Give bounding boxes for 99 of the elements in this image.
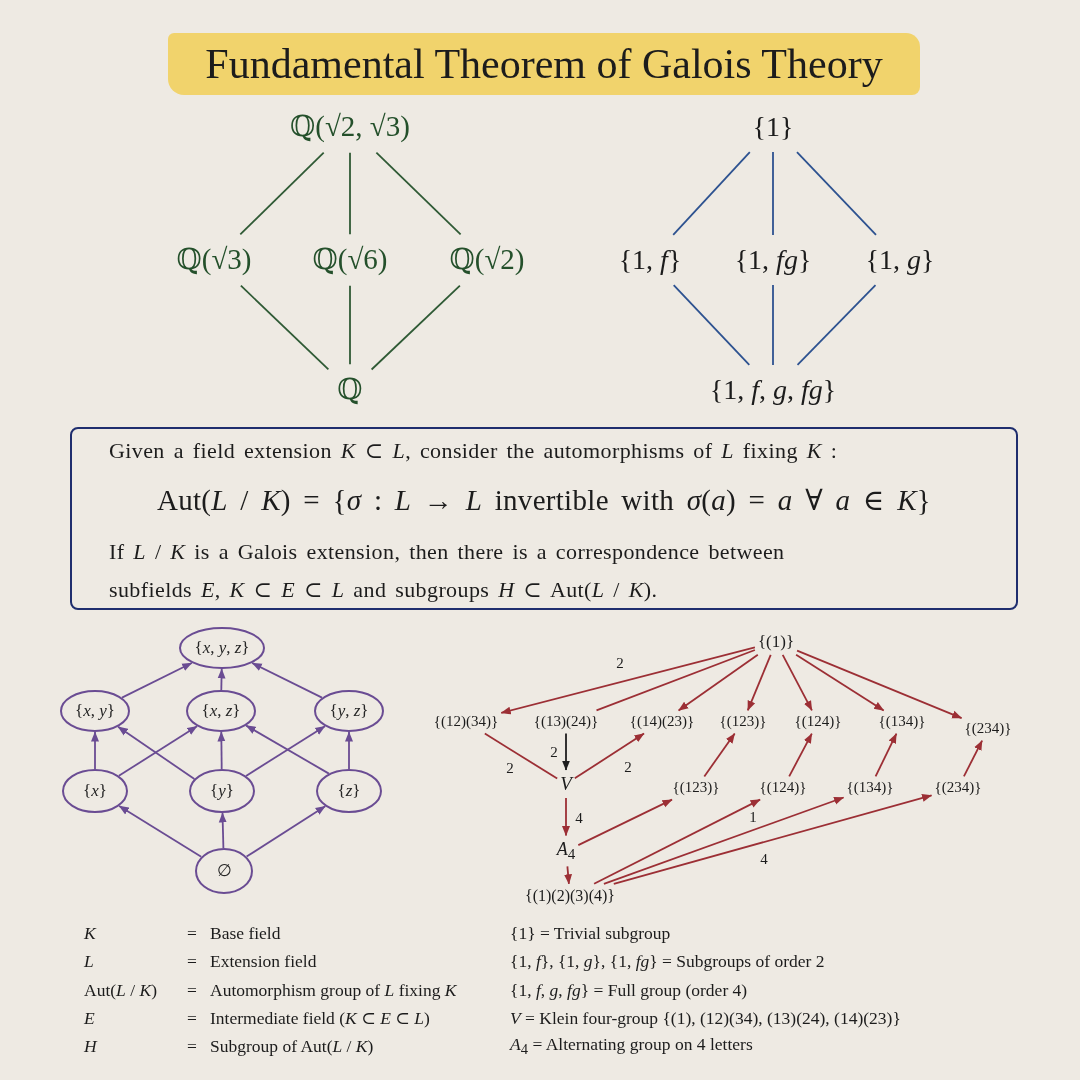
- subgroup-label: {1}: [752, 110, 794, 144]
- arrow: [603, 796, 845, 885]
- arrow: [217, 668, 226, 691]
- formula: Aut(L / K) = {σ : L → L invertible with σ(a) = a ∀ a ∈ K}: [155, 483, 933, 518]
- arrow: [245, 805, 327, 858]
- arrow: [121, 662, 193, 699]
- arrow: [218, 812, 227, 849]
- connector-line: [349, 284, 351, 366]
- connector-line: [375, 151, 462, 236]
- definition-text: {1, f, g, fg} = Full group (order 4): [510, 979, 748, 1001]
- subgroup-label: {1, fg}: [734, 243, 812, 277]
- ellipse-node: {x, y, z}: [179, 627, 265, 669]
- subgroup-label: {(124)}: [759, 779, 807, 797]
- subgroup-label: {(1)}: [757, 632, 795, 652]
- definition-text: {1} = Trivial subgroup: [510, 922, 671, 944]
- definition-panel: [70, 427, 1018, 610]
- symbol-label: L: [84, 950, 94, 972]
- group-label: A$_{4}$: [556, 838, 576, 864]
- connector-line: [370, 284, 461, 371]
- connector-line: [672, 284, 751, 366]
- arrow: [562, 797, 570, 837]
- subgroup-label: {1, f}: [618, 243, 682, 277]
- connector-line: [772, 151, 774, 236]
- connector-line: [240, 284, 330, 371]
- connector-line: [772, 284, 774, 366]
- arrow: [500, 646, 756, 715]
- arrow: [781, 653, 813, 712]
- subgroup-label: {1, g}: [865, 243, 935, 277]
- equals-sign: =: [187, 1007, 197, 1029]
- subgroup-label: {(13)(24)}: [533, 713, 599, 731]
- arrow: [118, 805, 203, 858]
- ellipse-node: {x, y}: [60, 690, 130, 732]
- connector-line: [349, 151, 351, 236]
- field-label: ℚ(√6): [312, 243, 388, 277]
- arrow: [788, 732, 813, 778]
- arrow: [217, 731, 226, 770]
- intro-sentence: Given a field extension K ⊂ L, consider the automorphisms of L fixing K :: [109, 437, 838, 465]
- definition-text: Automorphism group of L fixing K: [210, 979, 457, 1001]
- arrow: [795, 653, 885, 712]
- ellipse-node: {y, z}: [314, 690, 384, 732]
- subgroup-label: {(14)(23)}: [629, 713, 695, 731]
- subgroup-label: {(1)(2)(3)(4)}: [525, 886, 615, 906]
- ellipse-node: {x}: [62, 769, 128, 813]
- connector-line: [796, 284, 877, 366]
- definition-text: A$_{4}$ = Alternating group on 4 letters: [510, 1033, 753, 1059]
- arrow: [345, 731, 353, 770]
- subgroup-label: {1, f, g, fg}: [709, 373, 837, 407]
- theorem-sentence: If L / K is a Galois extension, then there is a correspondence between subfields E, K ⊂ E ⊂ L and subgroups H ⊂ Aut(L / K).: [109, 538, 786, 604]
- arrow: [746, 653, 772, 712]
- arrow: [564, 865, 573, 885]
- field-label: ℚ(√2, √3): [290, 110, 410, 144]
- definition-text: Intermediate field (K ⊂ E ⊂ L): [210, 1007, 430, 1029]
- symbol-label: Aut(L / K): [84, 979, 157, 1001]
- group-label: V: [560, 773, 572, 795]
- connector-line: [239, 151, 325, 236]
- field-label: ℚ(√2): [449, 243, 525, 277]
- arrow: [562, 732, 570, 771]
- arrow: [703, 732, 736, 778]
- definition-text: Subgroup of Aut(L / K): [210, 1035, 374, 1057]
- field-label: ℚ: [337, 373, 363, 407]
- subgroup-label: {(234)}: [964, 720, 1012, 738]
- equals-sign: =: [187, 1035, 197, 1057]
- definition-text: {1, f}, {1, g}, {1, fg} = Subgroups of order 2: [510, 950, 825, 972]
- ellipse-node: {x, z}: [186, 690, 256, 732]
- definition-text: Extension field: [210, 950, 317, 972]
- ellipse-node: {z}: [316, 769, 382, 813]
- arrow: [251, 662, 323, 699]
- field-label: ℚ(√3): [176, 243, 252, 277]
- subgroup-label: {(123)}: [672, 779, 720, 797]
- equals-sign: =: [187, 950, 197, 972]
- subgroup-label: {(12)(34)}: [433, 713, 499, 731]
- connector-line: [595, 649, 756, 712]
- symbol-label: E: [84, 1007, 95, 1029]
- subgroup-label: {(234)}: [934, 779, 982, 797]
- arrow: [593, 798, 761, 885]
- arrow: [573, 732, 645, 780]
- arrow: [677, 653, 759, 712]
- connector-line: [483, 732, 559, 780]
- subgroup-label: {(124)}: [794, 713, 842, 731]
- subgroup-label: {(134)}: [846, 779, 894, 797]
- subgroup-label: {(123)}: [719, 713, 767, 731]
- arrow: [796, 649, 963, 719]
- ellipse-node: {y}: [189, 769, 255, 813]
- subgroup-label: {(134)}: [878, 713, 926, 731]
- ellipse-node: ∅: [195, 848, 253, 894]
- title-heading: Fundamental Theorem of Galois Theory: [168, 33, 920, 95]
- connector-line: [796, 151, 877, 236]
- arrow: [91, 731, 99, 770]
- arrow: [612, 794, 933, 885]
- arrow: [874, 732, 898, 778]
- symbol-label: H: [84, 1035, 97, 1057]
- arrow: [963, 739, 983, 778]
- definition-text: Base field: [210, 922, 281, 944]
- arrow: [577, 798, 673, 846]
- equals-sign: =: [187, 979, 197, 1001]
- symbol-label: K: [84, 922, 96, 944]
- connector-line: [672, 151, 751, 236]
- definition-text: V = Klein four-group {(1), (12)(34), (13)(24), (14)(23)}: [510, 1007, 901, 1029]
- equals-sign: =: [187, 922, 197, 944]
